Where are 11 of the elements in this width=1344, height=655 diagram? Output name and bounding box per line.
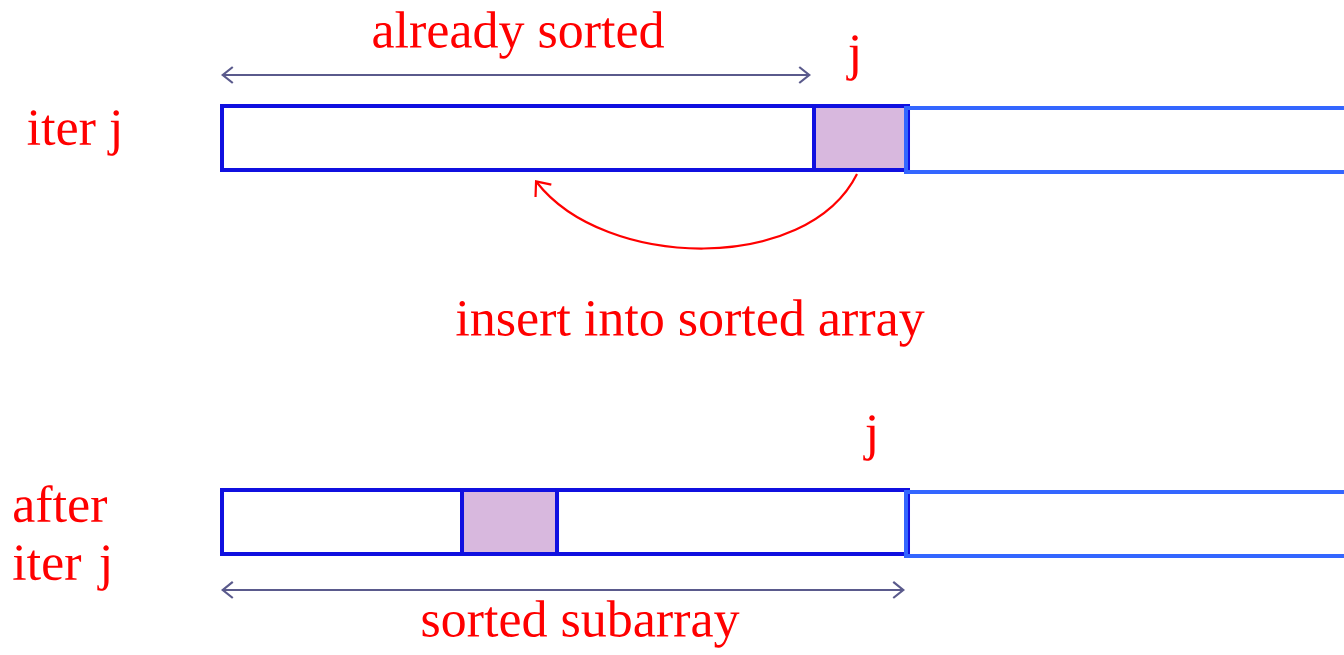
- label-text: j: [846, 35, 858, 81]
- array-segment: [906, 490, 1344, 558]
- label-text: insert into sorted array: [456, 299, 925, 347]
- label-text: j: [863, 415, 875, 461]
- label-text: already sorted: [373, 11, 664, 59]
- label-text: after iter j: [13, 485, 109, 591]
- arrow: [534, 173, 858, 250]
- label-text: iter j: [27, 110, 119, 156]
- label-text: sorted subarray: [422, 600, 740, 648]
- array-segment: [555, 488, 910, 556]
- array-segment: [906, 106, 1344, 174]
